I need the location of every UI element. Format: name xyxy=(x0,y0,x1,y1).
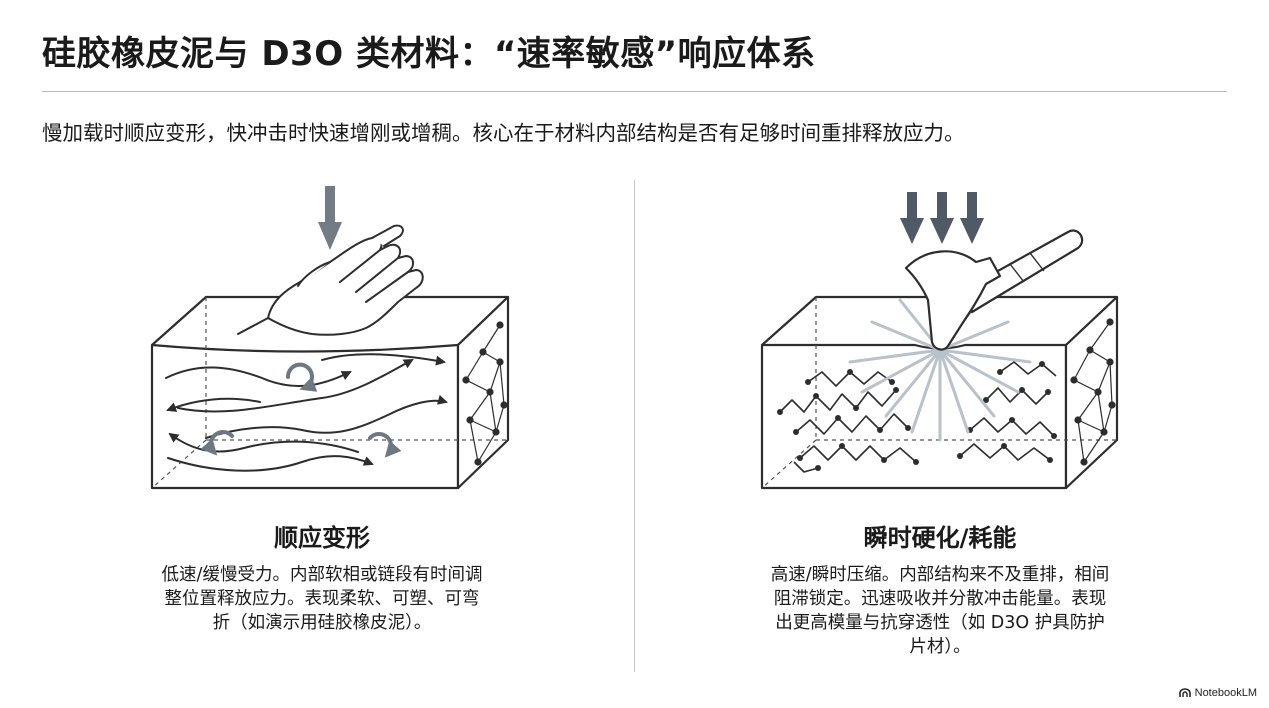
left-illustration xyxy=(150,186,510,490)
hammer-icon xyxy=(904,229,1084,351)
hand-icon xyxy=(237,224,424,336)
left-panel-line: 折（如演示用硅胶橡皮泥）。 xyxy=(212,613,432,633)
notebooklm-logo-icon xyxy=(1178,688,1191,697)
down-arrow-icon xyxy=(900,192,924,244)
panel-divider xyxy=(634,180,635,672)
left-panel-line: 整位置释放应力。表现柔软、可塑、可弯 xyxy=(164,589,480,609)
brand-watermark: NotebookLM xyxy=(1178,687,1257,699)
down-arrow-icon xyxy=(930,192,954,244)
left-panel-heading: 顺应变形 xyxy=(274,524,370,552)
impact-arrows xyxy=(900,192,984,244)
brand-name: NotebookLM xyxy=(1194,687,1257,699)
right-panel-line: 出更高模量与抗穿透性（如 D3O 护具防护 xyxy=(775,613,1105,633)
title-rule xyxy=(42,91,1227,92)
right-panel-line: 片材）。 xyxy=(909,637,971,657)
right-panel-line: 阻滞锁定。迅速吸收并分散冲击能量。表现 xyxy=(773,589,1107,609)
page-subtitle: 慢加载时顺应变形，快冲击时快速增刚或增稠。核心在于材料内部结构是否有足够时间重排… xyxy=(42,121,965,145)
right-panel-heading: 瞬时硬化/耗能 xyxy=(863,524,1017,552)
right-panel-line: 高速/瞬时压缩。内部结构来不及重排，相间 xyxy=(770,565,1110,585)
page-title: 硅胶橡皮泥与 D3O 类材料：“速率敏感”响应体系 xyxy=(42,34,816,74)
right-panel-description: 高速/瞬时压缩。内部结构来不及重排，相间 阻滞锁定。迅速吸收并分散冲击能量。表现… xyxy=(712,563,1168,659)
left-panel-line: 低速/缓慢受力。内部软相或链段有时间调 xyxy=(161,565,483,585)
down-arrow-icon xyxy=(318,186,342,250)
left-panel-description: 低速/缓慢受力。内部软相或链段有时间调 整位置释放应力。表现柔软、可塑、可弯 折… xyxy=(110,563,534,635)
down-arrow-icon xyxy=(960,192,984,244)
right-illustration xyxy=(760,192,1119,490)
